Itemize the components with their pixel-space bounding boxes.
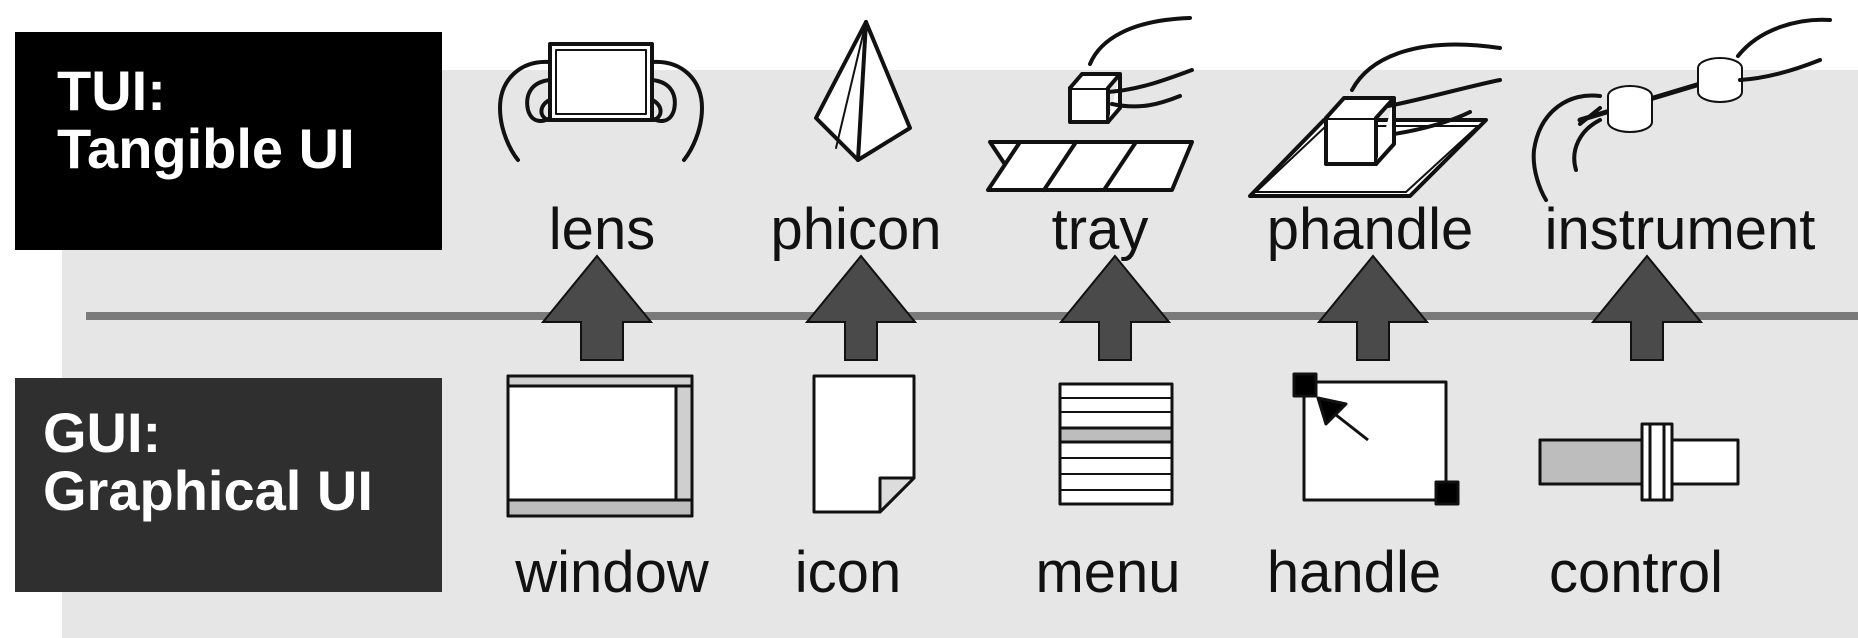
tui-tag-line1: TUI: xyxy=(57,59,166,122)
arrow-instrument xyxy=(1590,254,1704,361)
graphical-label-window: window xyxy=(515,540,709,605)
graphical-label-menu: menu xyxy=(1035,540,1181,605)
tangible-label-phicon: phicon xyxy=(770,197,942,262)
tangible-label-phandle: phandle xyxy=(1266,197,1474,262)
phandle-icon xyxy=(1248,42,1502,198)
graphical-label-control: control xyxy=(1548,540,1724,605)
arrow-tray xyxy=(1058,254,1172,361)
menu-icon xyxy=(1058,382,1174,506)
tangible-label-tray: tray xyxy=(1051,197,1149,262)
control-icon xyxy=(1538,422,1740,502)
handle-icon xyxy=(1292,372,1460,506)
arrow-phandle xyxy=(1316,254,1430,361)
tangible-label-instrument: instrument xyxy=(1544,197,1816,262)
icon-icon xyxy=(812,374,916,514)
arrow-phicon xyxy=(804,254,918,361)
gui-tag-line2: Graphical UI xyxy=(43,459,373,522)
mapping-arrows xyxy=(540,254,1704,361)
tui-gui-divider-line xyxy=(86,312,1858,320)
graphical-label-icon: icon xyxy=(794,540,902,605)
window-icon xyxy=(506,374,694,518)
gui-tag: GUI: Graphical UI xyxy=(15,378,442,592)
gui-tag-line1: GUI: xyxy=(43,401,162,464)
graphical-label-handle: handle xyxy=(1266,540,1442,605)
tangible-label-lens: lens xyxy=(548,197,656,262)
phicon-icon xyxy=(814,20,912,162)
tui-tag: TUI: Tangible UI xyxy=(15,32,442,250)
tray-icon xyxy=(986,16,1194,192)
arrow-lens xyxy=(540,254,654,361)
lens-icon xyxy=(498,42,704,162)
instrument-icon xyxy=(1531,17,1832,202)
tui-tag-line2: Tangible UI xyxy=(57,117,355,180)
